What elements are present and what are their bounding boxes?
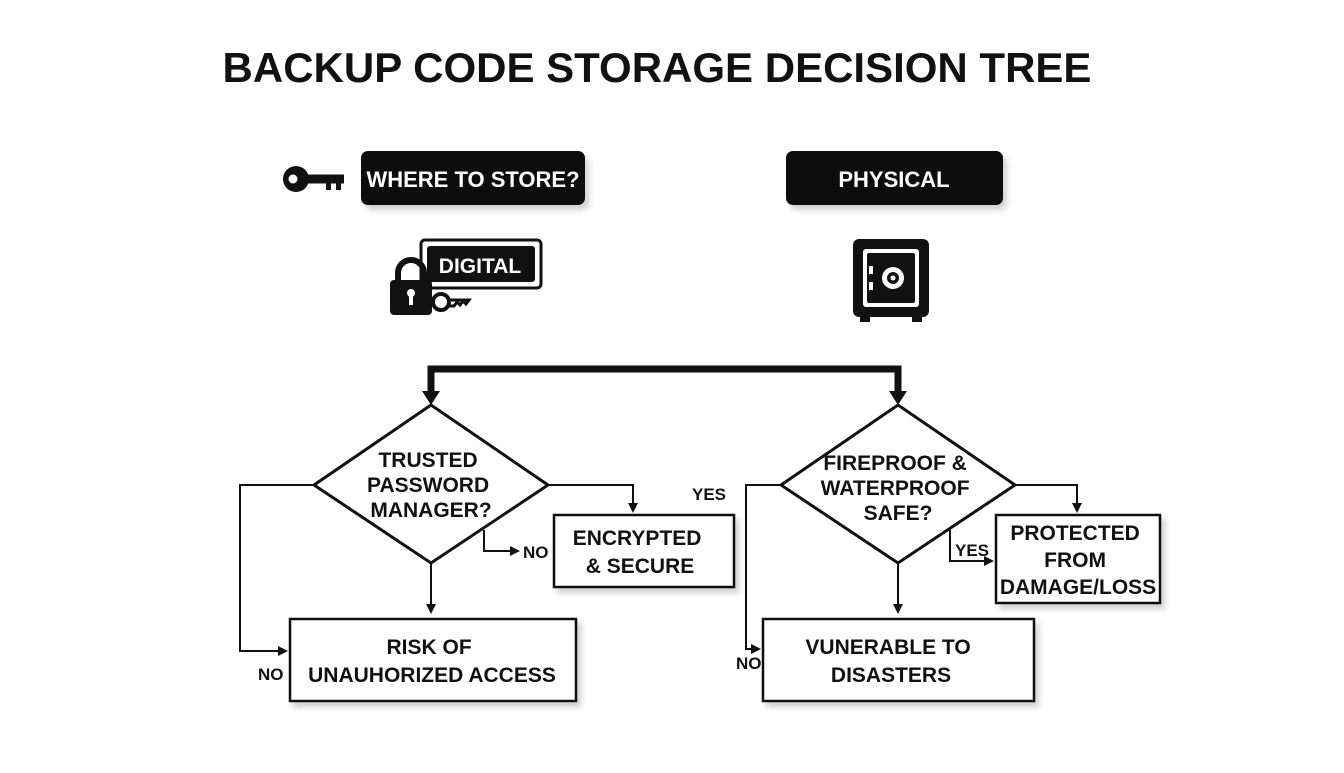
where-to-store-node: WHERE TO STORE?: [361, 151, 585, 205]
risk-line-1: RISK OF: [386, 636, 471, 659]
physical-label: PHYSICAL: [838, 167, 949, 192]
svg-text:PROTECTED FROM DAM: PROTECTED FROM DAMAGE/LOSS: [1000, 522, 1156, 599]
page-title: BACKUP CODE STORAGE DECISION TREE: [223, 44, 1092, 91]
left-no-bottom-label: NO: [258, 665, 284, 684]
vulnerable-line-1: VUNERABLE TO: [805, 636, 970, 659]
q-safe-line-2: WATERPROOF: [821, 477, 970, 500]
left-yes-label: YES: [692, 485, 726, 504]
q-pm-line-3: MANAGER?: [370, 499, 491, 522]
right-no-label: NO: [736, 654, 762, 673]
vulnerable-line-2: DISASTERS: [831, 664, 951, 687]
safe-question: FIREPROOF & WATERPROOF SAFE?: [778, 403, 1018, 565]
digital-label: DIGITAL: [439, 255, 522, 278]
left-connectors: [239, 484, 638, 656]
q-pm-line-1: TRUSTED: [378, 449, 477, 472]
physical-node: PHYSICAL: [786, 151, 1003, 205]
svg-text:VUNERABLE TO DISASTERS: VUNERABLE TO DISASTERS: [805, 636, 976, 687]
vulnerable-node: VUNERABLE TO DISASTERS: [761, 617, 1036, 703]
safe-icon: [853, 239, 929, 322]
q-pm-line-2: PASSWORD: [367, 474, 489, 497]
key-icon: [283, 166, 344, 192]
encrypted-line-1: ENCRYPTED: [573, 527, 702, 550]
protected-node: PROTECTED FROM DAMAGE/LOSS: [994, 513, 1162, 605]
padlock-key-icon: [390, 257, 472, 315]
encrypted-line-2: & SECURE: [586, 555, 695, 578]
right-connectors: [745, 484, 1082, 654]
protected-line-1: PROTECTED: [1010, 522, 1140, 545]
svg-text:ENCRYPTED & SECURE: ENCRYPTED & SECURE: [573, 527, 708, 578]
risk-node: RISK OF UNAUHORIZED ACCESS: [288, 617, 578, 703]
digital-node: DIGITAL: [419, 238, 543, 290]
risk-line-2: UNAUHORIZED ACCESS: [308, 664, 556, 687]
left-no-side-label: NO: [523, 543, 549, 562]
svg-text:RISK OF UNAUHORIZED ACCE: RISK OF UNAUHORIZED ACCESS: [308, 636, 556, 687]
protected-line-3: DAMAGE/LOSS: [1000, 576, 1156, 599]
svg-text:FIREPROOF & WATERPROOF: FIREPROOF & WATERPROOF SAFE?: [821, 452, 976, 525]
q-safe-line-1: FIREPROOF &: [823, 452, 967, 475]
password-manager-question: TRUSTED PASSWORD MANAGER?: [311, 403, 551, 565]
svg-text:TRUSTED PASSWORD M: TRUSTED PASSWORD MANAGER?: [367, 449, 495, 522]
split-connector: [422, 365, 907, 405]
q-safe-line-3: SAFE?: [864, 502, 933, 525]
encrypted-secure-node: ENCRYPTED & SECURE: [552, 513, 736, 589]
right-yes-label: YES: [955, 541, 989, 560]
where-to-store-label: WHERE TO STORE?: [366, 167, 579, 192]
protected-line-2: FROM: [1044, 549, 1106, 572]
